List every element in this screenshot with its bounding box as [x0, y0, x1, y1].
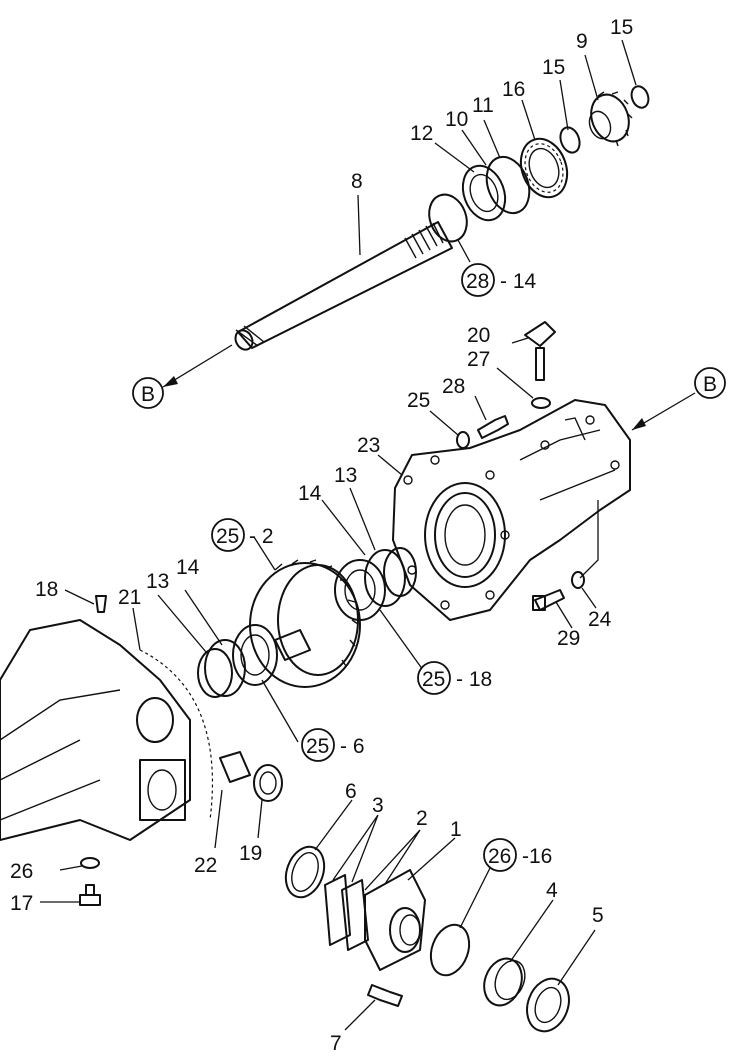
- seal-5: [526, 977, 570, 1033]
- callout-5: 5: [592, 904, 604, 927]
- callout-24: 24: [588, 608, 612, 631]
- callout-22: 22: [194, 854, 217, 877]
- axle-housing-23: [392, 399, 631, 621]
- sleeve-22-seal-19: [219, 751, 283, 802]
- callout-14-left: 14: [176, 556, 200, 579]
- callout-29: 29: [557, 627, 580, 650]
- small-gear-9: [559, 85, 650, 154]
- bearing-stack: [461, 137, 569, 222]
- callout-9: 9: [576, 30, 588, 53]
- callout-12: 12: [410, 122, 433, 145]
- callout-14-right: 14: [298, 482, 322, 505]
- bolt-28-and-washer-25: [456, 415, 509, 449]
- ref-28-14-circle: 28: [466, 270, 489, 293]
- gasket-6: [284, 845, 326, 899]
- callout-2: 2: [416, 807, 428, 830]
- callout-28: 28: [442, 375, 465, 398]
- callout-7: 7: [330, 1032, 342, 1055]
- ref-25-2: 25 - 2: [211, 518, 274, 552]
- ref-26-16: 26 -16: [483, 838, 552, 872]
- callout-18: 18: [35, 578, 58, 601]
- callout-6: 6: [345, 780, 357, 803]
- bolt-29-washer-24: [532, 571, 585, 611]
- ref-25-6-suffix: - 6: [340, 735, 365, 758]
- callout-13-right: 13: [334, 464, 357, 487]
- marker-b-right: B: [703, 373, 717, 396]
- callout-19: 19: [239, 842, 262, 865]
- ref-28-14-suffix: - 14: [500, 270, 537, 293]
- callout-27: 27: [467, 348, 490, 371]
- plug-17-washer-26: [79, 857, 101, 906]
- differential-case: [0, 595, 213, 841]
- bearing-cup-4: [483, 957, 526, 1007]
- ref-28-14: 28 - 14: [461, 263, 537, 297]
- oring-26-16: [429, 923, 471, 977]
- bolt-7: [367, 984, 403, 1007]
- shims-3: [324, 874, 369, 951]
- bearing-25-18: [334, 547, 417, 621]
- callout-3: 3: [372, 794, 384, 817]
- callout-16: 16: [502, 78, 525, 101]
- callout-10: 10: [445, 108, 468, 131]
- axle-shaft: [234, 221, 453, 351]
- ref-26-16-circle: 26: [488, 845, 511, 868]
- callout-15-left: 15: [542, 56, 565, 79]
- callout-25: 25: [407, 389, 430, 412]
- ref-25-2-suffix: - 2: [249, 525, 274, 548]
- snap-ring-28: [428, 193, 468, 243]
- breather-20: [524, 321, 556, 409]
- callout-17: 17: [10, 892, 33, 915]
- ref-25-2-circle: 25: [216, 525, 239, 548]
- ring-gear-25-2: [249, 559, 361, 688]
- ref-25-6-circle: 25: [306, 735, 329, 758]
- callout-20: 20: [467, 324, 490, 347]
- leader-lines: [40, 39, 637, 1031]
- callout-11: 11: [472, 94, 494, 117]
- callout-26: 26: [10, 860, 33, 883]
- callout-1: 1: [450, 818, 462, 841]
- ref-26-16-suffix: -16: [522, 845, 552, 868]
- callout-13-left: 13: [146, 570, 169, 593]
- callout-8: 8: [351, 170, 363, 193]
- callout-15-right: 15: [610, 16, 633, 39]
- callout-21: 21: [118, 586, 141, 609]
- retainer-1: [364, 869, 426, 971]
- ref-25-18: 25 - 18: [417, 661, 492, 695]
- ref-25-6: 25 - 6: [301, 728, 365, 762]
- ref-25-18-circle: 25: [422, 668, 445, 691]
- ref-25-18-suffix: - 18: [456, 668, 492, 691]
- callout-4: 4: [546, 879, 558, 902]
- bearing-25-6: [197, 624, 311, 698]
- marker-b-left: B: [141, 383, 155, 406]
- callout-23: 23: [357, 434, 380, 457]
